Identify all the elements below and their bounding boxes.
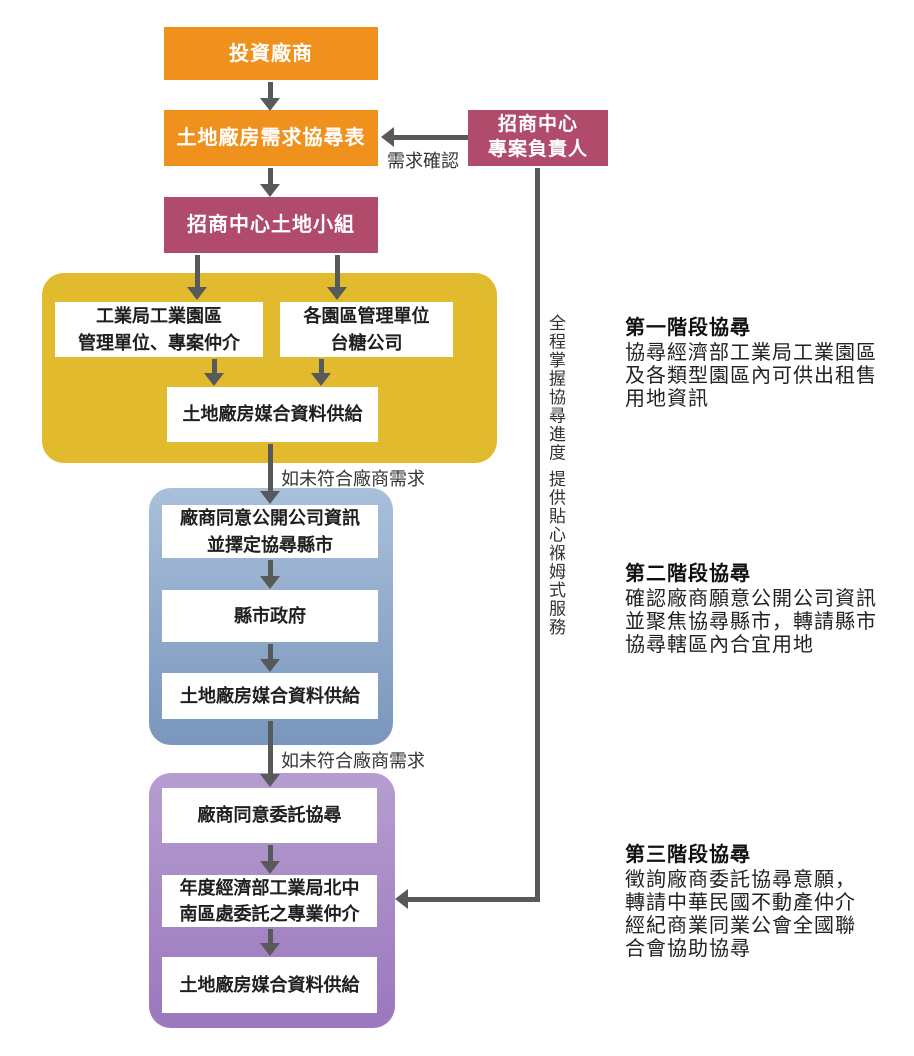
label-not-match-1: 如未符合廠商需求 [281,469,425,489]
arrow-bureau-to-supply1 [204,359,224,386]
arrow-landteam-to-parks [327,255,347,300]
stage2-note-title: 第二階段協尋 [625,563,751,585]
stage2-box-supply: 土地廠房媒合資料供給 [162,673,378,719]
arrow-form-to-landteam [260,168,280,197]
stage1-box-park-units: 各園區管理單位 台糖公司 [280,302,453,357]
stage3-note-body: 徵詢廠商委託協尋意願， 轉請中華民國不動產仲介 經紀商業同業公會全國聯 合會協助… [625,869,856,960]
arrow-agree3-to-broker [260,845,280,874]
stage3-box-supply: 土地廠房媒合資料供給 [162,957,377,1013]
stage3-note: 第三階段協尋 徵詢廠商委託協尋意願， 轉請中華民國不動產仲介 經紀商業同業公會全… [625,843,914,961]
stage3-box-agree: 廠商同意委託協尋 [162,788,377,843]
arrow-gov-to-supply2 [260,644,280,672]
arrow-broker-to-supply3 [260,929,280,956]
stage3-box-broker: 年度經濟部工業局北中 南區處委託之專業仲介 [162,875,377,927]
arrow-agree2-to-gov [260,560,280,589]
arrow-landteam-to-bureau [187,255,207,300]
stage1-box-supply: 土地廠房媒合資料供給 [167,387,378,442]
arrow-manager-to-form [381,127,468,147]
arrow-manager-to-broker [395,889,540,909]
stage1-box-industrial-bureau: 工業局工業園區 管理單位、專案仲介 [55,302,263,357]
stage3-note-title: 第三階段協尋 [625,844,751,866]
node-needs-form: 土地廠房需求協尋表 [164,110,378,166]
label-demand-confirm: 需求確認 [387,151,459,171]
stage2-note-body: 確認廠商願意公開公司資訊 並聚焦協尋縣市，轉請縣市 協尋轄區內合宜用地 [625,588,877,656]
label-not-match-2: 如未符合廠商需求 [281,751,425,771]
vertical-caption-progress: 全程掌握協尋進度 [546,314,565,462]
arrow-supply1-to-stage2 [260,444,280,504]
arrow-investor-to-form [260,82,280,111]
arrow-parks-to-supply1 [311,359,331,386]
line-manager-progress [535,168,540,900]
arrow-supply2-to-stage3 [260,721,280,787]
stage1-note-title: 第一階段協尋 [625,317,751,339]
stage1-note: 第一階段協尋 協尋經濟部工業局工業園區 及各類型園區內可供出租售 用地資訊 [625,316,914,411]
node-project-manager: 招商中心 專案負責人 [468,110,608,166]
node-land-team: 招商中心土地小組 [164,197,378,253]
stage2-box-government: 縣市政府 [162,590,378,642]
stage1-note-body: 協尋經濟部工業局工業園區 及各類型園區內可供出租售 用地資訊 [625,342,877,410]
stage2-box-agree: 廠商同意公開公司資訊 並擇定協尋縣市 [162,505,378,558]
stage2-note: 第二階段協尋 確認廠商願意公開公司資訊 並聚焦協尋縣市，轉請縣市 協尋轄區內合宜… [625,562,914,657]
vertical-caption-service: 提供貼心褓姆式服務 [546,470,565,637]
node-investor: 投資廠商 [164,27,378,80]
